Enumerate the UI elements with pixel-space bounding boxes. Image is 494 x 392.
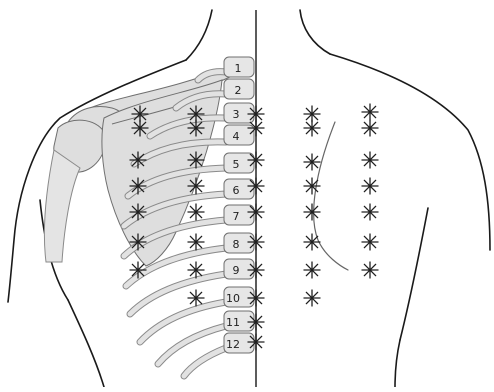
asterisk-marker-39 <box>248 314 264 330</box>
asterisk-marker-19 <box>304 178 320 194</box>
asterisk-marker-28 <box>248 234 264 250</box>
asterisk-marker-11 <box>130 152 146 168</box>
right-scapula-line <box>314 122 348 270</box>
left-neck-line <box>186 10 212 60</box>
vertebra-label-10: 10 <box>226 292 240 305</box>
vertebra-label-2: 2 <box>235 84 242 97</box>
vertebra-label-9: 9 <box>233 264 240 277</box>
asterisk-marker-15 <box>362 152 378 168</box>
asterisk-marker-29 <box>304 234 320 250</box>
asterisk-marker-36 <box>188 290 204 306</box>
vertebra-label-11: 11 <box>226 316 240 329</box>
vertebra-label-5: 5 <box>233 158 240 171</box>
right-neck-line <box>300 10 330 54</box>
right-shoulder-line <box>330 54 490 250</box>
asterisk-marker-35 <box>362 262 378 278</box>
asterisk-marker-14 <box>304 154 320 170</box>
vertebra-label-3: 3 <box>233 108 240 121</box>
asterisk-marker-32 <box>188 262 204 278</box>
arm-shaft-bone <box>44 150 80 262</box>
asterisk-marker-25 <box>362 204 378 220</box>
asterisk-marker-27 <box>188 234 204 250</box>
vertebra-label-12: 12 <box>226 338 240 351</box>
asterisk-marker-6 <box>132 120 148 136</box>
asterisk-marker-23 <box>248 204 264 220</box>
rib-10 <box>140 302 226 342</box>
asterisk-marker-7 <box>188 120 204 136</box>
asterisk-marker-33 <box>248 262 264 278</box>
asterisk-marker-30 <box>362 234 378 250</box>
asterisk-marker-38 <box>304 290 320 306</box>
rib-11 <box>158 326 226 364</box>
asterisk-marker-21 <box>130 204 146 220</box>
asterisk-marker-22 <box>188 204 204 220</box>
asterisk-marker-13 <box>248 152 264 168</box>
asterisk-marker-24 <box>304 204 320 220</box>
spine <box>224 57 254 353</box>
right-torso-line <box>395 340 400 387</box>
asterisk-marker-20 <box>362 178 378 194</box>
left-torso-line <box>68 300 104 387</box>
asterisk-marker-17 <box>188 178 204 194</box>
vertebra-label-6: 6 <box>233 184 240 197</box>
asterisk-marker-8 <box>248 120 264 136</box>
right-arm-line <box>400 208 428 340</box>
asterisk-marker-31 <box>130 262 146 278</box>
asterisk-marker-5 <box>362 104 378 120</box>
asterisk-marker-18 <box>248 178 264 194</box>
asterisk-marker-9 <box>304 120 320 136</box>
vertebra-label-7: 7 <box>233 210 240 223</box>
vertebra-label-8: 8 <box>233 238 240 251</box>
asterisk-marker-12 <box>188 152 204 168</box>
asterisk-marker-10 <box>362 120 378 136</box>
asterisk-marker-16 <box>130 178 146 194</box>
vertebra-label-1: 1 <box>235 62 242 75</box>
vertebra-label-4: 4 <box>233 130 240 143</box>
asterisk-marker-40 <box>248 334 264 350</box>
asterisk-marker-26 <box>130 234 146 250</box>
asterisk-marker-34 <box>304 262 320 278</box>
asterisk-marker-37 <box>248 290 264 306</box>
